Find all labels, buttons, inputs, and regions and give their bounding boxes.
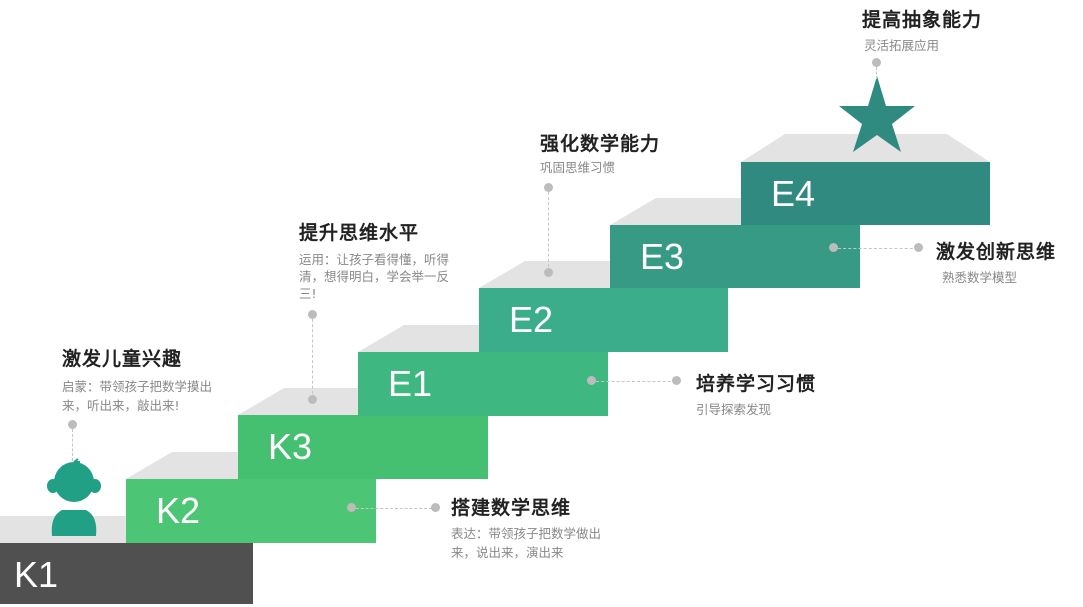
- step-k3: K3: [238, 415, 488, 479]
- top-face-e3: [610, 198, 741, 225]
- connector-dot: [431, 503, 440, 512]
- annotation-e3: 激发创新思维 熟悉数学模型: [936, 237, 1056, 287]
- connector-line: [356, 508, 432, 509]
- connector-line: [876, 67, 877, 79]
- connector-dot: [308, 395, 317, 404]
- annotation-e4: 提高抽象能力 灵活拓展应用: [862, 5, 982, 55]
- annotation-title: 搭建数学思维: [451, 497, 572, 519]
- annotation-k2: 搭建数学思维 表达：带领孩子把数学做出来，说出来，演出来: [451, 493, 621, 562]
- connector-line: [596, 381, 676, 382]
- annotation-desc: 表达：带领孩子把数学做出来，说出来，演出来: [451, 526, 602, 560]
- connector-line: [72, 429, 73, 461]
- connector-line: [548, 192, 549, 272]
- connector-dot: [672, 376, 681, 385]
- annotation-title: 激发儿童兴趣: [62, 348, 183, 370]
- connector-dot: [308, 310, 317, 319]
- connector-line: [312, 319, 313, 399]
- step-e4: E4: [741, 162, 990, 225]
- annotation-title: 提高抽象能力: [862, 9, 983, 31]
- connector-dot: [872, 58, 881, 67]
- annotation-title: 激发创新思维: [936, 241, 1057, 263]
- top-face-k2: [126, 452, 238, 479]
- step-e2: E2: [479, 288, 728, 352]
- connector-dot: [68, 420, 77, 429]
- top-face-k3: [238, 388, 358, 415]
- step-e3: E3: [610, 225, 860, 288]
- connector-dot: [544, 183, 553, 192]
- annotation-title: 强化数学能力: [540, 133, 661, 155]
- connector-dot: [587, 376, 596, 385]
- annotation-desc: 启蒙：带领孩子把数学摸出来，听出来，敲出来!: [62, 379, 213, 413]
- annotation-title: 培养学习习惯: [696, 373, 817, 395]
- connector-dot: [544, 268, 553, 277]
- annotation-k3: 提升思维水平 运用：让孩子看得懂，听得清，想得明白，学会举一反三!: [299, 218, 464, 302]
- child-avatar-icon: [47, 458, 101, 536]
- annotation-e1: 培养学习习惯 引导探索发现: [696, 369, 816, 419]
- annotation-desc: 运用：让孩子看得懂，听得清，想得明白，学会举一反三!: [299, 252, 450, 301]
- connector-line: [838, 248, 918, 249]
- star-icon: [839, 76, 915, 152]
- top-face-e1: [358, 325, 479, 352]
- annotation-desc: 灵活拓展应用: [864, 38, 940, 53]
- annotation-k1: 激发儿童兴趣 启蒙：带领孩子把数学摸出来，听出来，敲出来!: [62, 344, 232, 415]
- connector-dot: [829, 243, 838, 252]
- annotation-title: 提升思维水平: [299, 222, 420, 244]
- step-e1: E1: [358, 352, 608, 416]
- connector-dot: [347, 503, 356, 512]
- annotation-desc: 引导探索发现: [696, 402, 772, 417]
- step-k2: K2: [126, 479, 376, 543]
- top-face-e4: [741, 134, 990, 162]
- annotation-desc: 巩固思维习惯: [540, 160, 616, 175]
- annotation-desc: 熟悉数学模型: [942, 270, 1018, 285]
- annotation-e2: 强化数学能力 巩固思维习惯: [540, 129, 660, 177]
- connector-dot: [914, 243, 923, 252]
- step-k1: K1: [0, 543, 253, 604]
